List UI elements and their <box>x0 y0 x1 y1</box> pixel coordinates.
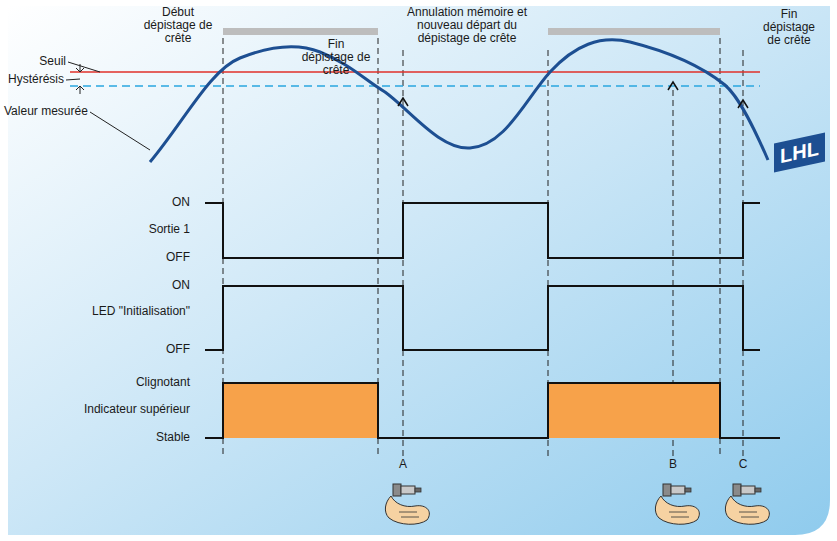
peak-bar <box>548 28 720 35</box>
led-signal <box>205 286 760 350</box>
peak-bar <box>223 28 378 35</box>
signal-name: Sortie 1 <box>60 223 190 236</box>
level-label: Clignotant <box>60 376 190 389</box>
press-marks <box>398 82 748 108</box>
panel-ground <box>8 6 830 535</box>
press-hand <box>725 484 769 524</box>
leader-line <box>66 79 80 80</box>
measured-curve <box>150 40 768 162</box>
hysteresis-label: Hystérésis <box>2 73 64 86</box>
event-letter: C <box>735 458 751 471</box>
blink-block <box>548 383 720 438</box>
threshold-label: Seuil <box>22 55 66 68</box>
indicator-signal <box>205 383 780 438</box>
event-label: Fin dépistage de crête <box>300 38 372 77</box>
output-signal <box>205 203 760 258</box>
curve-label: Valeur mesurée <box>4 105 90 118</box>
hysteresis-line <box>70 85 760 87</box>
signal-name: LED "Initialisation" <box>40 305 190 318</box>
event-letter: A <box>395 458 411 471</box>
time-markers <box>223 38 743 458</box>
press-hand <box>655 484 699 524</box>
level-label: ON <box>110 279 190 292</box>
leader-line <box>68 62 100 72</box>
level-label: Stable <box>110 431 190 444</box>
event-label: Fin dépistage de crête <box>756 8 822 47</box>
event-label: Début dépistage de crête <box>138 6 218 45</box>
blink-block <box>223 383 378 438</box>
level-label: OFF <box>110 251 190 264</box>
level-label: ON <box>110 196 190 209</box>
threshold-line <box>70 71 760 73</box>
badge-text: LHL <box>780 137 819 168</box>
signal-name: Indicateur supérieur <box>30 403 190 416</box>
leader-line <box>90 112 150 150</box>
event-letter: B <box>665 458 681 471</box>
level-label: OFF <box>110 343 190 356</box>
event-label: Annulation mémoire et nouveau départ du … <box>396 6 538 45</box>
press-hand <box>385 484 429 524</box>
